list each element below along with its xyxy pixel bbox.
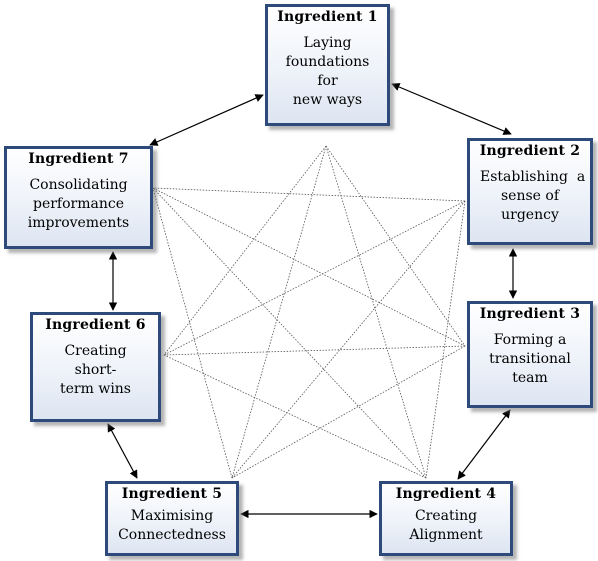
double-arrow-i3-i4 — [457, 409, 511, 480]
dotted-link-i3-i6 — [163, 345, 466, 356]
ingredient-3-title: Ingredient 3 — [479, 306, 581, 322]
ingredient-2-line-2: sense of — [500, 188, 560, 204]
dotted-link-i1-i6 — [163, 145, 327, 356]
ingredient-3-line-2: transitional — [489, 351, 571, 367]
ingredient-2-text: Establishing a sense of urgency — [470, 168, 590, 225]
ingredient-5-title: Ingredient 5 — [121, 486, 223, 502]
dotted-link-i1-i5 — [231, 145, 327, 479]
dotted-link-i3-i7 — [152, 187, 466, 347]
ingredient-7-box: Ingredient 7 Consolidating performance i… — [4, 146, 153, 249]
ingredient-7-line-1: Consolidating — [29, 177, 128, 193]
double-arrow-i5-i6 — [107, 423, 138, 479]
ingredient-5-box: Ingredient 5 Maximising Connectedness — [105, 481, 239, 556]
ingredient-4-line-2: Alignment — [409, 527, 483, 543]
dotted-link-i2-i7 — [152, 187, 466, 202]
dotted-link-i1-i3 — [325, 145, 466, 347]
dotted-link-i2-i4 — [425, 200, 466, 479]
ingredient-4-title: Ingredient 4 — [395, 486, 497, 502]
dotted-link-i1-i4 — [325, 145, 427, 479]
ingredient-2-line-3: urgency — [501, 207, 559, 223]
dotted-link-i4-i7 — [152, 187, 427, 479]
ingredient-6-box: Ingredient 6 Creating short- term wins — [30, 312, 161, 422]
ingredient-3-box: Ingredient 3 Forming a transitional team — [467, 301, 593, 408]
ingredient-2-title: Ingredient 2 — [479, 143, 581, 159]
ingredient-6-title: Ingredient 6 — [45, 317, 146, 333]
dotted-link-i2-i6 — [163, 200, 466, 356]
ingredient-7-text: Consolidating performance improvements — [7, 176, 150, 233]
double-arrow-i7-i1 — [149, 94, 264, 146]
ingredient-4-box: Ingredient 4 Creating Alignment — [379, 481, 513, 556]
ingredient-3-line-3: team — [512, 370, 548, 386]
ingredient-4-text: Creating Alignment — [382, 507, 510, 545]
double-arrow-i1-i2 — [391, 83, 512, 135]
ingredient-4-line-1: Creating — [414, 508, 478, 524]
dotted-link-i2-i5 — [231, 200, 466, 479]
ingredient-1-text: Laying foundations for new ways — [268, 34, 387, 110]
ingredient-1-box: Ingredient 1 Laying foundations for new … — [265, 4, 390, 126]
ingredient-6-text: Creating short- term wins — [33, 342, 158, 399]
arrow-lines — [107, 83, 518, 519]
ingredient-1-line-3: new ways — [292, 92, 363, 108]
ingredient-2-line-1: Establishing a — [480, 169, 586, 185]
ingredient-3-text: Forming a transitional team — [470, 331, 590, 388]
ingredient-7-line-2: performance — [32, 196, 124, 212]
ingredient-7-line-3: improvements — [27, 215, 130, 231]
dotted-link-i4-i6 — [163, 354, 427, 479]
dotted-link-i3-i5 — [231, 345, 466, 479]
ingredient-5-line-2: Connectedness — [118, 527, 226, 543]
ingredient-6-line-1: Creating short- — [64, 343, 127, 378]
ingredient-6-line-2: term wins — [60, 381, 131, 397]
star-lines — [152, 145, 466, 479]
ingredient-2-box: Ingredient 2 Establishing a sense of urg… — [467, 138, 593, 245]
ingredient-3-line-1: Forming a — [493, 332, 567, 348]
dotted-link-i5-i7 — [152, 187, 233, 479]
ingredient-1-line-2: foundations for — [285, 54, 370, 89]
ingredient-5-line-1: Maximising — [130, 508, 214, 524]
ingredient-1-title: Ingredient 1 — [277, 9, 378, 25]
ingredient-5-text: Maximising Connectedness — [108, 507, 236, 545]
ingredient-7-title: Ingredient 7 — [28, 151, 129, 167]
ingredient-1-line-1: Laying — [303, 35, 352, 51]
